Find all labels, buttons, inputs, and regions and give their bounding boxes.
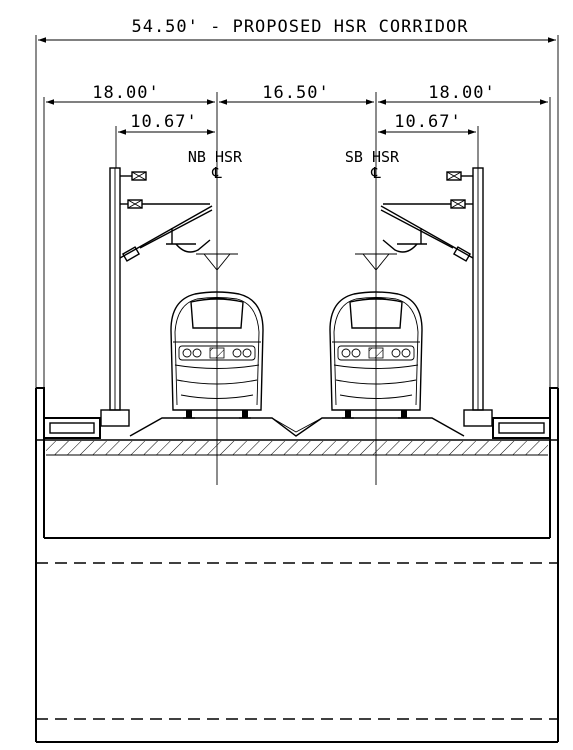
sb-train-grille [368, 347, 384, 359]
sb-train-wheel-left [345, 410, 351, 418]
right-cable-trough [492, 417, 551, 439]
sb-train-wheel-right [401, 410, 407, 418]
track-spacing-label: 16.50' [262, 83, 329, 103]
sb-centerline-label: SB HSR [345, 148, 400, 166]
sb-train [329, 291, 423, 419]
nb-train-grille [209, 347, 225, 359]
track-ballast [129, 417, 465, 437]
offset-dimensions: 18.00' 16.50' 18.00' [43, 83, 551, 388]
left-pole-foundation [100, 409, 130, 427]
pole-offset-dimensions: 10.67' 10.67' [115, 112, 479, 168]
sb-train-body [329, 291, 423, 411]
sb-train-headlight-panel [337, 345, 415, 361]
centerlines: NB HSR ℄ SB HSR ℄ [188, 92, 400, 485]
ballast-profile [129, 417, 465, 437]
nb-train [170, 291, 264, 419]
right-cantilever [380, 205, 474, 259]
left-cable-trough [43, 417, 101, 439]
sb-centerline-symbol: ℄ [370, 164, 381, 182]
overall-dimension: 54.50' - PROPOSED HSR CORRIDOR [35, 17, 559, 388]
nb-centerline-label: NB HSR [188, 148, 243, 166]
left-offset-label: 18.00' [92, 83, 159, 103]
sb-train-windshield [349, 298, 403, 329]
overall-dimension-label: 54.50' - PROPOSED HSR CORRIDOR [131, 17, 468, 37]
right-pole-foundation [463, 409, 493, 427]
right-dropper [355, 253, 397, 280]
nb-centerline-symbol: ℄ [211, 164, 222, 182]
right-offset-label: 18.00' [428, 83, 495, 103]
nb-train-headlight-panel [178, 345, 256, 361]
nb-train-windshield [190, 298, 244, 329]
ground-hatch [46, 441, 548, 455]
left-insulator-top [131, 171, 147, 181]
left-cantilever [119, 205, 213, 259]
left-steady-arm [175, 239, 211, 253]
right-insulator-top [446, 171, 462, 181]
right-insulator-low [452, 246, 472, 262]
left-insulator-low [121, 246, 141, 262]
nb-train-wheel-right [242, 410, 248, 418]
left-pole-offset-label: 10.67' [130, 112, 197, 132]
right-steady-arm [382, 239, 418, 253]
left-dropper [196, 253, 238, 280]
ground-structure [35, 387, 559, 743]
nb-train-body [170, 291, 264, 411]
left-inner-wall [36, 387, 45, 538]
nb-train-wheel-left [186, 410, 192, 418]
right-inner-wall [549, 387, 558, 538]
right-pole-offset-label: 10.67' [394, 112, 461, 132]
left-ocs-pole [100, 167, 238, 427]
right-ocs-pole [355, 167, 493, 427]
